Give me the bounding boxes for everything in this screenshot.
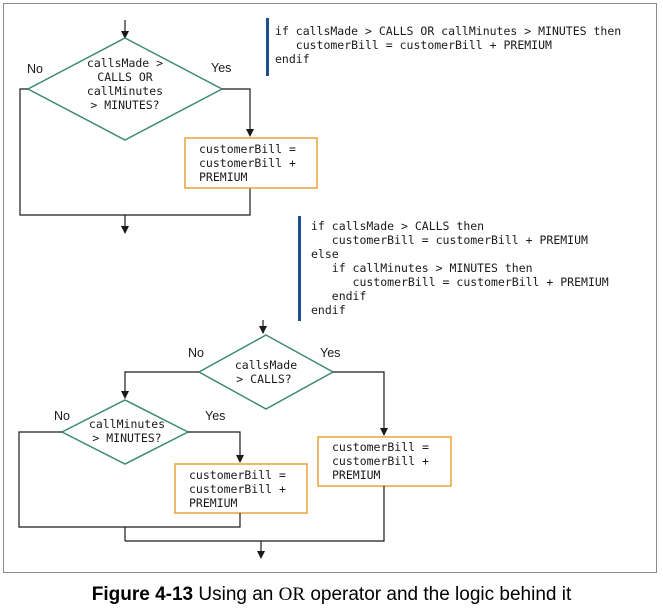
top-decision-line-2: CALLS OR bbox=[97, 70, 152, 84]
inner-yes-label: Yes bbox=[205, 409, 225, 423]
top-decision-line-4: > MINUTES? bbox=[90, 98, 159, 112]
flowchart-diagram: callsMade > CALLS OR callMinutes > MINUT… bbox=[18, 20, 452, 559]
top-process-text: customerBill = customerBill + PREMIUM bbox=[199, 142, 296, 184]
code-line: customerBill = customerBill + PREMIUM bbox=[311, 275, 609, 289]
outer-process-line-1: customerBill = bbox=[332, 440, 429, 454]
code-line: endif bbox=[275, 52, 310, 66]
middle-pseudocode: if callsMade > CALLS then customerBill =… bbox=[311, 219, 609, 317]
outer-no-label: No bbox=[188, 346, 204, 360]
figure-caption: Figure 4-13 Using an OR operator and the… bbox=[0, 584, 663, 606]
outer-decision-line-1: callsMade bbox=[235, 358, 297, 372]
top-decision-line-1: callsMade > bbox=[87, 56, 163, 70]
outer-process-line-2: customerBill + bbox=[332, 454, 429, 468]
top-decision-diamond bbox=[26, 37, 224, 141]
outer-decision-line-2: > CALLS? bbox=[236, 372, 291, 386]
code-line: customerBill = customerBill + PREMIUM bbox=[311, 233, 588, 247]
outer-no-path bbox=[121, 371, 199, 399]
inner-process-line-3: PREMIUM bbox=[189, 496, 238, 510]
caption-operator: OR bbox=[278, 584, 306, 605]
top-process-box bbox=[184, 137, 318, 189]
outer-process-line-3: PREMIUM bbox=[332, 468, 381, 482]
middle-code-bar bbox=[298, 216, 301, 321]
inner-no-label: No bbox=[54, 409, 70, 423]
top-decision-line-3: callMinutes bbox=[87, 84, 163, 98]
bottom-flowchart bbox=[18, 320, 452, 559]
inner-decision-text: callMinutes > MINUTES? bbox=[89, 417, 165, 445]
code-line: customerBill = customerBill + PREMIUM bbox=[275, 38, 552, 52]
code-line: if callMinutes > MINUTES then bbox=[311, 261, 533, 275]
code-line: if callsMade > CALLS OR callMinutes > MI… bbox=[275, 24, 622, 38]
outer-yes-path bbox=[333, 371, 388, 436]
code-line: endif bbox=[311, 303, 346, 317]
inner-process-box bbox=[174, 463, 308, 514]
outer-decision-diamond bbox=[197, 334, 335, 410]
caption-text-after: operator and the logic behind it bbox=[305, 584, 572, 605]
top-yes-label: Yes bbox=[211, 61, 231, 75]
outer-merge-path bbox=[125, 486, 385, 542]
top-process-line-3: PREMIUM bbox=[199, 170, 248, 184]
inner-yes-path bbox=[188, 431, 244, 463]
code-line: if callsMade > CALLS then bbox=[311, 219, 485, 233]
top-yes-path bbox=[222, 88, 254, 137]
top-no-path bbox=[19, 88, 251, 216]
top-pseudocode: if callsMade > CALLS OR callMinutes > MI… bbox=[275, 24, 621, 66]
top-decision-text: callsMade > CALLS OR callMinutes > MINUT… bbox=[87, 56, 163, 112]
figure-number: Figure 4-13 bbox=[91, 584, 194, 605]
inner-decision-line-2: > MINUTES? bbox=[92, 431, 161, 445]
inner-process-line-2: customerBill + bbox=[189, 482, 286, 496]
inner-decision-line-1: callMinutes bbox=[89, 417, 165, 431]
inner-process-line-1: customerBill = bbox=[189, 468, 286, 482]
top-process-line-2: customerBill + bbox=[199, 156, 296, 170]
outer-process-text: customerBill = customerBill + PREMIUM bbox=[332, 440, 429, 482]
outer-decision-text: callsMade > CALLS? bbox=[235, 358, 297, 386]
inner-decision-diamond bbox=[60, 399, 190, 465]
inner-no-path bbox=[18, 431, 241, 528]
outer-process-box bbox=[317, 436, 452, 487]
code-line: endif bbox=[311, 289, 367, 303]
top-flowchart bbox=[19, 20, 318, 234]
top-process-line-1: customerBill = bbox=[199, 142, 296, 156]
caption-text-before: Using an bbox=[193, 584, 279, 605]
outer-yes-label: Yes bbox=[320, 346, 340, 360]
top-code-bar bbox=[266, 18, 269, 76]
code-line: else bbox=[311, 247, 339, 261]
top-no-label: No bbox=[27, 62, 43, 76]
inner-process-text: customerBill = customerBill + PREMIUM bbox=[189, 468, 286, 510]
